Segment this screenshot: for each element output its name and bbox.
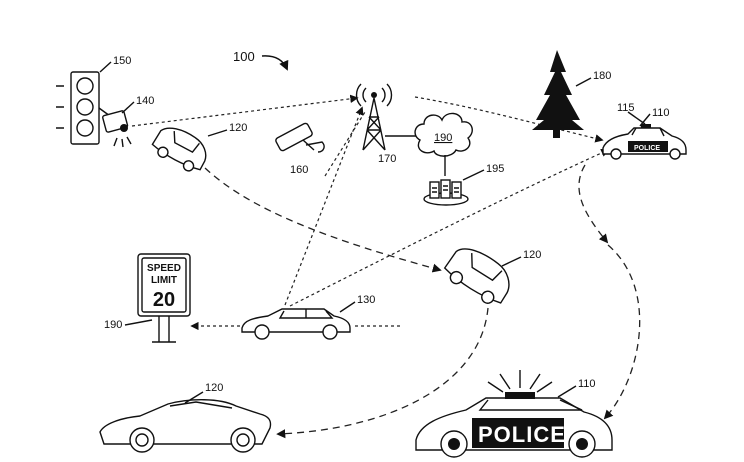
connection-lines (131, 94, 641, 439)
ref-120-top-left: 120 (229, 122, 247, 134)
network-cloud: 190 (414, 112, 473, 176)
speed-limit-sign: SPEED LIMIT 20 190 (104, 253, 191, 343)
car-center-wheel-1 (254, 324, 270, 340)
speed-sign-line1: SPEED (147, 263, 181, 274)
police-car-small-panel (628, 141, 668, 152)
tree-trunk (553, 128, 560, 138)
ref-110-small: 110 (652, 107, 670, 119)
server-unit-2 (440, 179, 451, 199)
vehicle-top-left (151, 127, 207, 172)
surveillance-camera-body (275, 122, 313, 152)
route-to-police-big (603, 244, 641, 420)
traffic-camera-lens (120, 124, 128, 132)
police-car-small: POLICE 115 110 (602, 102, 687, 160)
vehicle-middle-right-body (443, 248, 510, 304)
speed-sign-post (152, 316, 176, 343)
system-ref-label: 100 (233, 49, 255, 64)
tower-lattice (362, 97, 386, 151)
ref-170: 170 (378, 153, 396, 165)
tower-beacon (371, 92, 377, 98)
police-car-big-label: POLICE (478, 422, 566, 447)
tree: 180 (532, 50, 611, 138)
link-car-to-tower (284, 106, 364, 306)
ref-140: 140 (136, 95, 154, 107)
ref-190-cloud: 190 (434, 132, 452, 144)
ref-190-sign: 190 (104, 319, 122, 331)
ref-120-sports: 120 (205, 382, 223, 394)
sports-car: 120 (99, 382, 272, 453)
ref-160: 160 (290, 164, 308, 176)
car-center-body (241, 308, 351, 333)
system-reference: 100 (233, 49, 289, 71)
surveillance-camera: 160 (275, 122, 325, 176)
traffic-light: 150 (56, 55, 131, 145)
police-car-big: POLICE 110 (415, 370, 613, 458)
link-surveillance-to-tower (324, 111, 366, 177)
police-car-big-lightbar (505, 392, 535, 399)
speed-sign-line2: LIMIT (151, 275, 177, 286)
traffic-light-housing (70, 71, 100, 145)
traffic-light-rays (56, 85, 64, 129)
link-camera-to-tower (131, 94, 359, 127)
vehicle-middle-right (443, 248, 510, 304)
traffic-light-lamp-2 (76, 98, 94, 116)
surveillance-camera-mount (302, 139, 325, 153)
car-center-wheel-2 (322, 324, 338, 340)
route-vehicle-to-vehicle (204, 167, 442, 273)
vehicle-middle-right-wheel-1 (449, 270, 464, 285)
link-car-to-police (289, 148, 610, 307)
vehicle-middle-right-wheel-2 (481, 290, 495, 304)
ref-130: 130 (357, 294, 375, 306)
vehicle-top-left-body (151, 127, 207, 171)
tower-signal-waves (355, 83, 393, 107)
car-center: 130 (241, 294, 375, 340)
cloud-shape (414, 112, 473, 157)
link-tower-to-police (414, 96, 604, 143)
servers: 195 (423, 163, 504, 206)
traffic-light-lamp-1 (76, 77, 94, 95)
police-car-big-siren-rays (487, 370, 553, 393)
route-police-down (578, 164, 609, 244)
ref-150: 150 (113, 55, 131, 67)
server-unit-3 (451, 181, 462, 199)
police-car-small-lightbar (641, 124, 651, 128)
traffic-light-lamp-3 (76, 119, 94, 137)
ref-120-middle-right: 120 (523, 249, 541, 261)
ref-195: 195 (486, 163, 504, 175)
vehicle-top-left-wheel-1 (157, 146, 169, 158)
ref-110-big: 110 (578, 378, 596, 390)
sports-car-wheel-1 (129, 427, 155, 453)
cell-tower: 170 (355, 83, 420, 165)
police-car-small-wheel-1 (610, 148, 622, 160)
traffic-camera: 140 (102, 95, 154, 148)
ref-115: 115 (617, 102, 635, 114)
traffic-camera-flash (113, 136, 132, 148)
sports-car-wheel-2 (230, 427, 256, 453)
speed-sign-value: 20 (153, 289, 175, 311)
tree-foliage (532, 50, 584, 130)
route-to-sports-car (276, 307, 489, 439)
vehicle-top-left-wheel-2 (182, 160, 195, 172)
ref-180: 180 (593, 70, 611, 82)
police-car-small-label: POLICE (634, 145, 660, 152)
police-car-big-panel (472, 418, 564, 448)
system-ref-arrow (261, 55, 289, 71)
police-car-small-wheel-2 (669, 148, 681, 160)
speed-sign-board (137, 253, 191, 317)
server-unit-1 (429, 181, 440, 199)
